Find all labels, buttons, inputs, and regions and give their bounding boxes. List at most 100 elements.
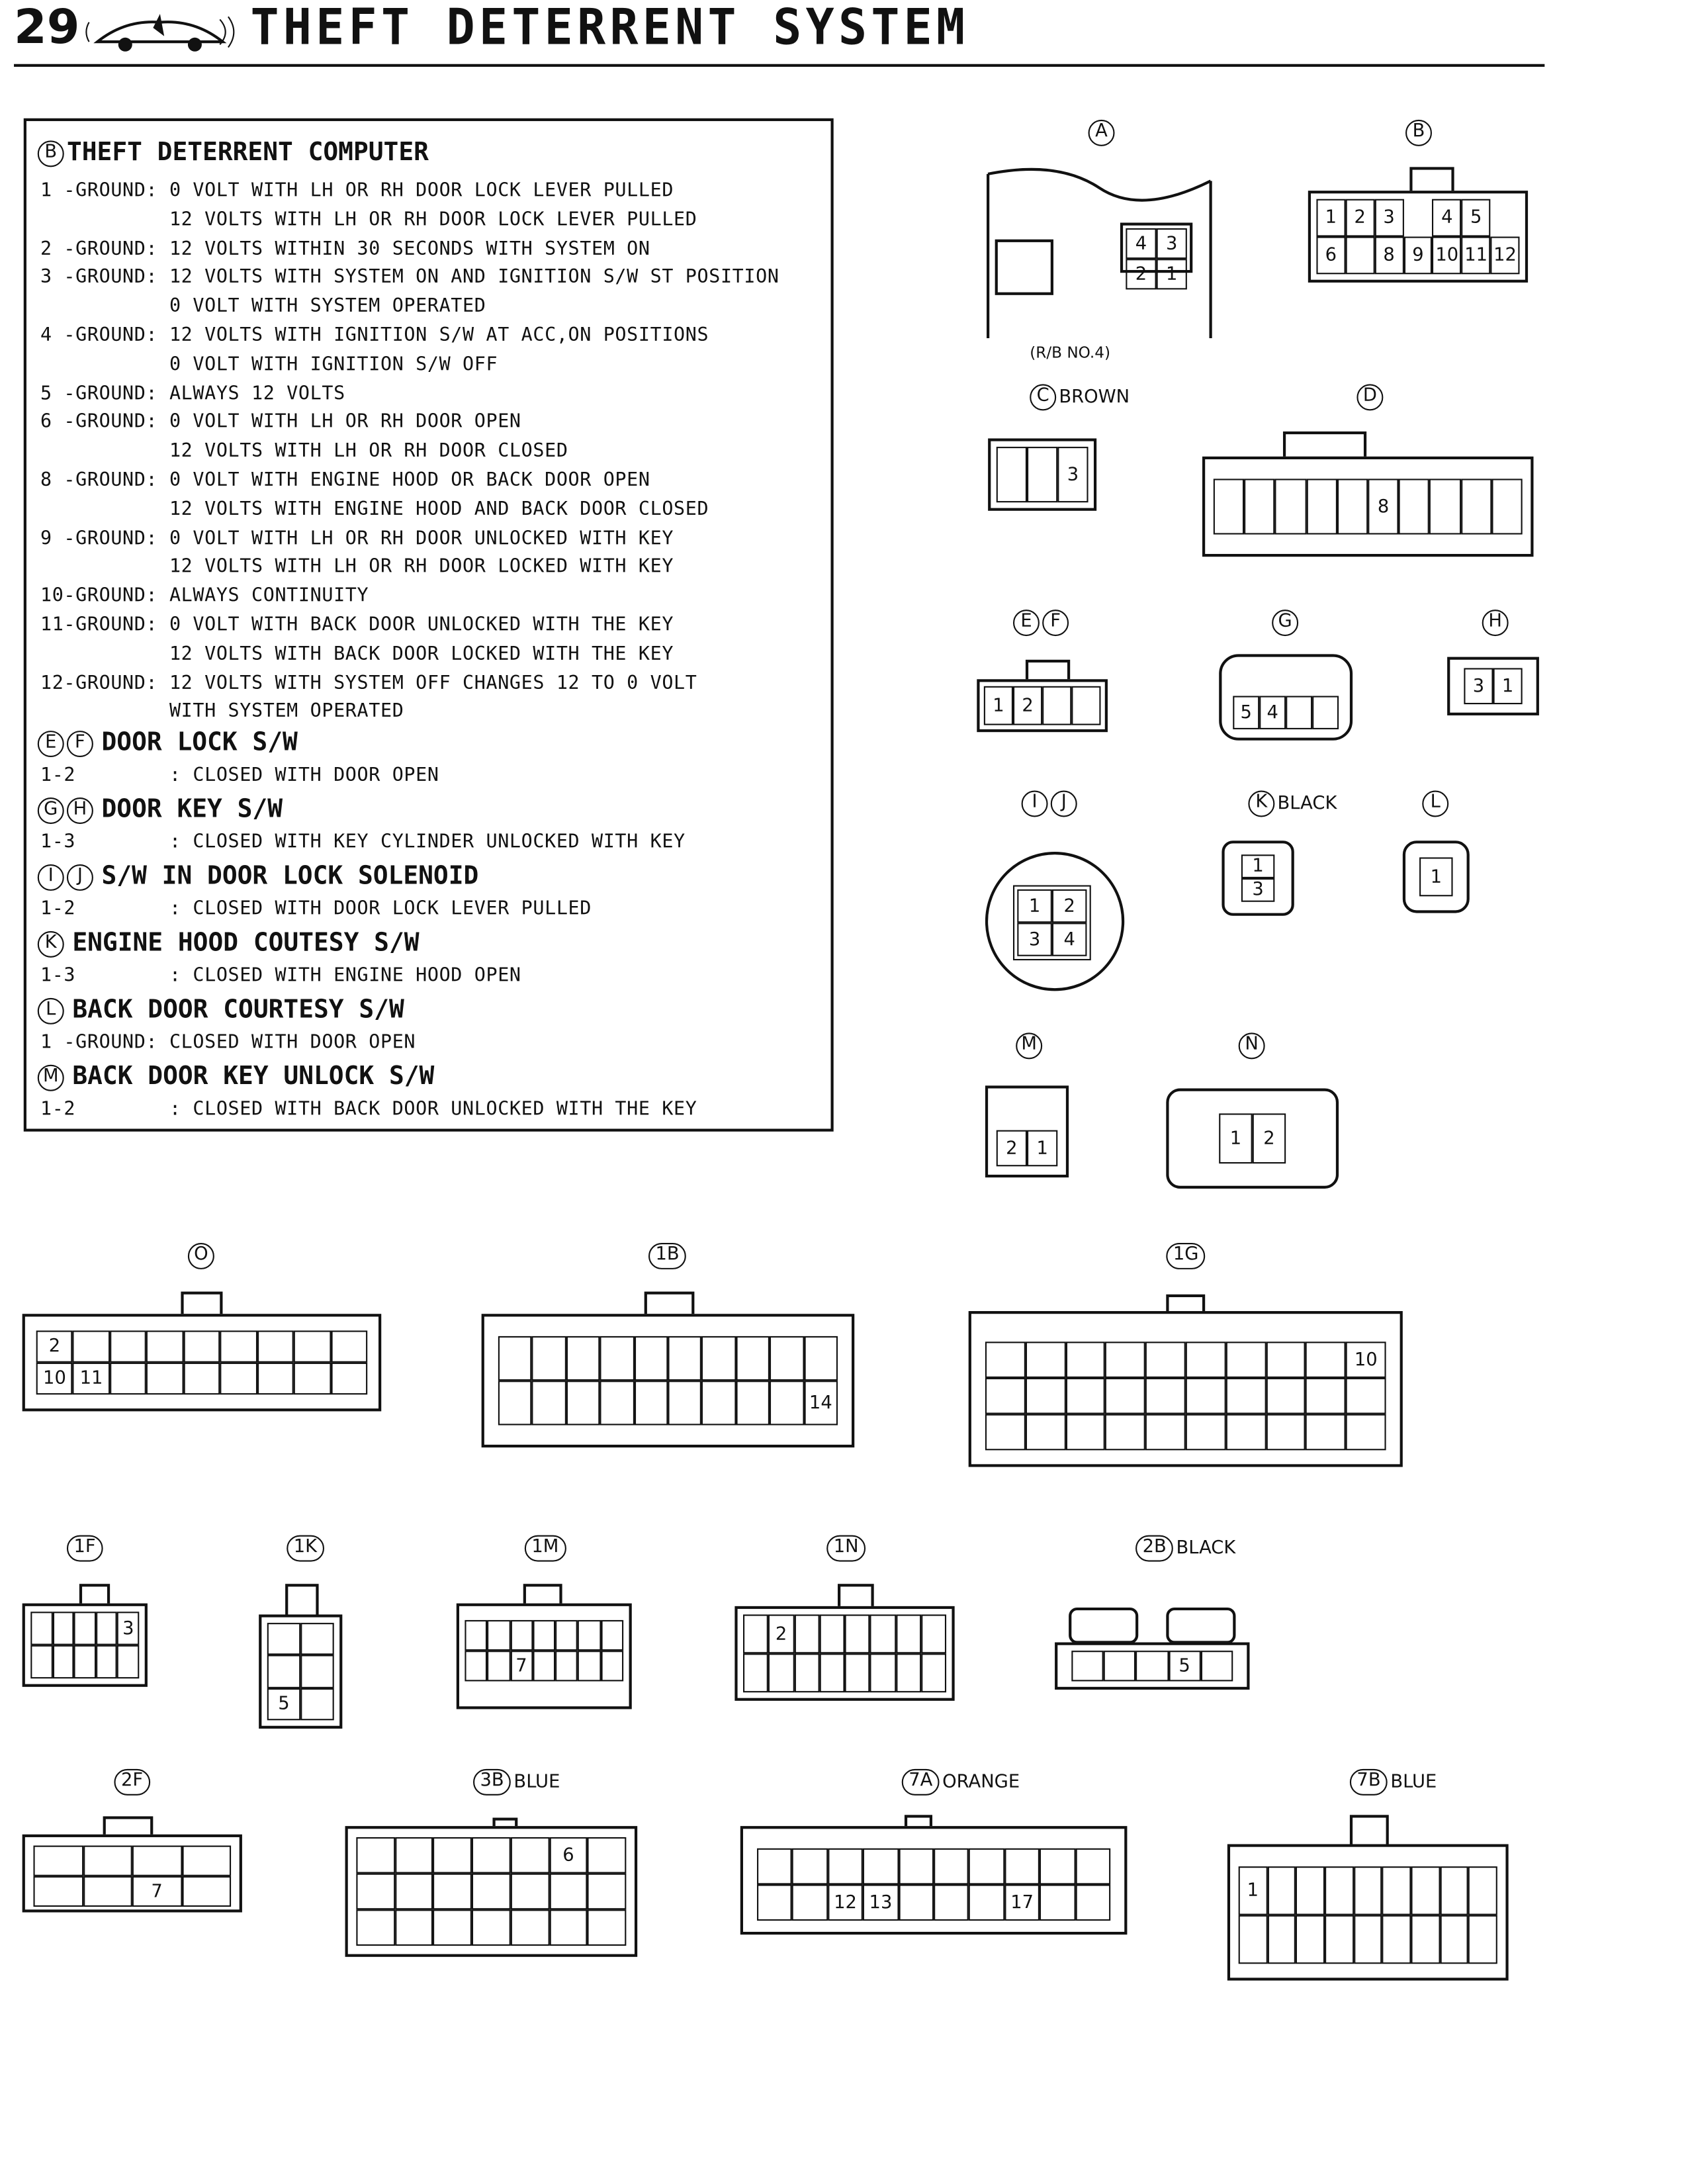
connector-label-l: L: [1422, 790, 1449, 817]
connector-label-b: B: [1405, 119, 1432, 146]
pin-cavity: [1429, 478, 1461, 535]
spec-line: 1-3 : CLOSED WITH KEY CYLINDER UNLOCKED …: [40, 831, 686, 854]
connector-label-m: M: [1016, 1032, 1043, 1060]
pin-cavity: 8: [1368, 478, 1399, 535]
connector-latch: [285, 1584, 319, 1617]
connector-code-badge: E: [37, 730, 64, 756]
pin-cavity: [1337, 478, 1368, 535]
pin-cavity: [1071, 1651, 1104, 1682]
pin-cavity: 12: [1490, 236, 1520, 275]
pin-cavity: [793, 1653, 820, 1693]
pin-cavity: [300, 1623, 334, 1656]
connector-label-g: G: [1272, 610, 1299, 637]
pin-cavity: [1225, 1377, 1266, 1414]
pin-cavity: [73, 1330, 110, 1363]
connector-label-text: B: [1405, 119, 1435, 146]
connector-label-text: J: [1050, 790, 1077, 817]
pin-cavity: [532, 1381, 566, 1426]
pin-cavity: [743, 1653, 769, 1693]
pin-cavity: [394, 1837, 433, 1874]
pin-cavity: [300, 1688, 334, 1721]
spec-line: 1 -GROUND: 0 VOLT WITH LH OR RH DOOR LOC…: [40, 179, 674, 202]
pin-cavity: 1: [983, 686, 1013, 725]
pin-cavity: [555, 1619, 578, 1651]
spec-line: 12-GROUND: 12 VOLTS WITH SYSTEM OFF CHAN…: [40, 671, 697, 694]
pin-cavity: [668, 1336, 702, 1381]
pin-cavity: [300, 1655, 334, 1688]
pin-cavity: [1244, 478, 1276, 535]
pin-cavity: [578, 1651, 601, 1682]
connector-code-badge: M: [37, 1064, 64, 1091]
spec-line: 12 VOLTS WITH LH OR RH DOOR LOCK LEVER P…: [40, 208, 697, 231]
pin-cavity: [1071, 686, 1101, 725]
pin-cavity: 8: [1374, 236, 1404, 275]
pin-cavity: [1105, 1377, 1146, 1414]
pin-cavity: [472, 1873, 511, 1910]
pin-cavity: [600, 1619, 624, 1651]
pin-cavity: [117, 1645, 140, 1679]
connector-label-2f: 2F: [114, 1768, 150, 1796]
connector-latch: [181, 1291, 223, 1317]
pin-cavity: [1065, 1414, 1106, 1451]
pin-cavity: [487, 1619, 510, 1651]
pin-cavity: [52, 1645, 74, 1679]
pin-cavity: [549, 1909, 588, 1946]
connector-l: 1: [1402, 841, 1470, 913]
pin-cavity: [1345, 1414, 1386, 1451]
connector-a-relay-block: [987, 167, 1212, 339]
section-title: THEFT DETERRENT COMPUTER: [66, 138, 429, 167]
pin-cavity: [827, 1848, 864, 1885]
connector-label-text: 2B: [1135, 1535, 1174, 1562]
pin-cavity: [109, 1362, 147, 1395]
pin-cavity: [30, 1612, 53, 1645]
pin-cavity: [1075, 1848, 1111, 1885]
connector-label-text: C: [1030, 384, 1057, 411]
pin-cavity: [634, 1381, 668, 1426]
pin-cavity: 1: [1493, 668, 1523, 705]
pin-cavity: [356, 1837, 395, 1874]
pin-cavity: 3: [1057, 447, 1088, 503]
pin-cavity: [472, 1909, 511, 1946]
pin-cavity: [1312, 696, 1339, 729]
section-title: DOOR LOCK S/W: [101, 727, 298, 758]
pin-cavity: [1025, 1377, 1066, 1414]
pin-cavity: [146, 1330, 184, 1363]
pin-cavity: 4: [1259, 696, 1286, 729]
pin-cavity: [701, 1336, 736, 1381]
pin-cavity: [757, 1884, 793, 1921]
pin-cavity: [1040, 1848, 1075, 1885]
page-number: 29: [14, 0, 80, 56]
pin-cavity: [1185, 1377, 1226, 1414]
pin-cavity: 3: [1464, 668, 1493, 705]
spec-line: 11-GROUND: 0 VOLT WITH BACK DOOR UNLOCKE…: [40, 614, 674, 637]
pin-cavity: [83, 1845, 132, 1876]
pin-cavity: [1296, 1866, 1325, 1915]
connector-latch: [1282, 431, 1367, 459]
pin-cavity: [895, 1614, 921, 1654]
pin-cavity: 1: [1241, 854, 1275, 878]
pin-cavity: [1382, 1915, 1411, 1964]
pin-cavity: [533, 1619, 556, 1651]
connector-label-text: ORANGE: [942, 1772, 1020, 1793]
connector-d: 8: [1202, 456, 1534, 557]
pin-cavity: [1185, 1414, 1226, 1451]
pin-cavity: 2: [996, 1130, 1028, 1167]
connector-label-1n: 1N: [826, 1535, 866, 1562]
pin-cavity: [510, 1909, 549, 1946]
connector-2b: 5: [1055, 1642, 1250, 1690]
spec-line: 1 -GROUND: CLOSED WITH DOOR OPEN: [40, 1031, 416, 1054]
connector-label-1f: 1F: [66, 1535, 103, 1562]
pin-cavity: [293, 1330, 331, 1363]
pin-cavity: [898, 1884, 934, 1921]
connector-1b: 14: [481, 1314, 855, 1448]
pin-cavity: [1027, 447, 1058, 503]
pin-cavity: [95, 1645, 118, 1679]
pin-cavity: [1265, 1377, 1306, 1414]
